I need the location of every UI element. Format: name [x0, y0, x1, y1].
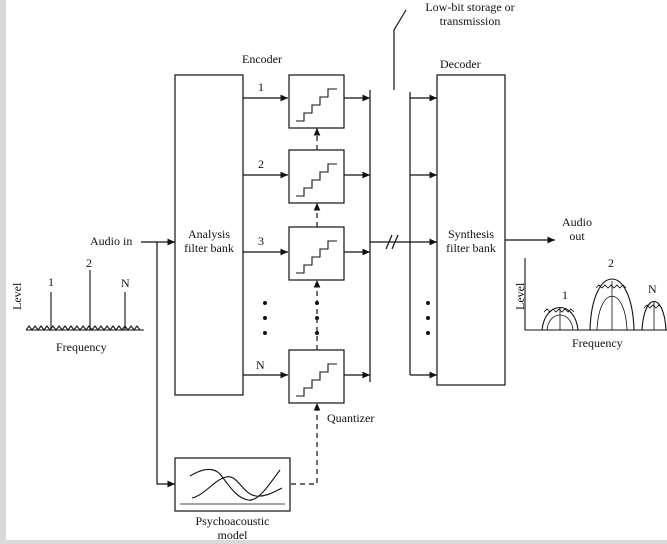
psychoacoustic-model-label: Psychoacoustic model [170, 514, 295, 542]
analysis-label-line1: Analysis [188, 227, 230, 241]
audio-in-label: Audio in [90, 234, 133, 248]
input-frequency-axis-label: Frequency [56, 340, 107, 354]
storage-transmission-label: Low-bit storage or transmission [400, 0, 540, 28]
synthesis-filter-bank-box [436, 74, 506, 386]
input-peak-2-label: 2 [86, 256, 92, 270]
output-peak-1-label: 1 [562, 288, 568, 302]
input-spectrum-plot [25, 270, 144, 331]
channel-label-2: 2 [258, 157, 264, 171]
psychoacoustic-line2: model [217, 528, 248, 542]
analysis-filter-bank-label: Analysis filter bank [175, 227, 243, 255]
analysis-label-line2: filter bank [184, 241, 234, 255]
input-peak-1-label: 1 [48, 275, 54, 289]
psychoacoustic-control-line [291, 403, 321, 485]
output-frequency-axis-label: Frequency [572, 336, 623, 350]
channel-label-1: 1 [258, 80, 264, 94]
psychoacoustic-curves [180, 468, 285, 505]
synthesis-filter-bank-label: Synthesis filter bank [437, 227, 505, 255]
audio-out-label: Audio out [552, 215, 602, 243]
quantizer-box-1 [288, 74, 345, 129]
output-peak-2-label: 2 [608, 256, 614, 270]
quantizer-label: Quantizer [327, 411, 375, 425]
decoder-title: Decoder [440, 57, 481, 71]
output-spectrum-plot [524, 258, 667, 331]
psychoacoustic-feed-line [156, 242, 175, 488]
quantizer-box-n [288, 349, 345, 404]
ellipsis-dots [263, 301, 430, 335]
psychoacoustic-model-box [174, 457, 291, 512]
storage-pointer [393, 9, 407, 90]
synthesis-label-line2: filter bank [446, 241, 496, 255]
input-level-axis-label: Level [10, 282, 24, 310]
synthesis-label-line1: Synthesis [447, 227, 494, 241]
encoder-title: Encoder [242, 52, 282, 66]
input-peak-n-label: N [121, 276, 130, 290]
quantizer-box-3 [288, 226, 345, 281]
psychoacoustic-line1: Psychoacoustic [195, 514, 270, 528]
quantizer-box-2 [288, 149, 345, 204]
output-peak-n-label: N [648, 282, 657, 296]
audio-out-line2: out [569, 229, 585, 243]
channel-label-n: N [256, 358, 265, 372]
analysis-filter-bank-box [174, 74, 244, 396]
staircase-icons [296, 88, 337, 397]
storage-label-line2: transmission [439, 14, 501, 28]
storage-label-line1: Low-bit storage or [425, 0, 515, 14]
channel-label-3: 3 [258, 234, 264, 248]
output-level-axis-label: Level [513, 282, 527, 310]
audio-out-line1: Audio [562, 215, 592, 229]
